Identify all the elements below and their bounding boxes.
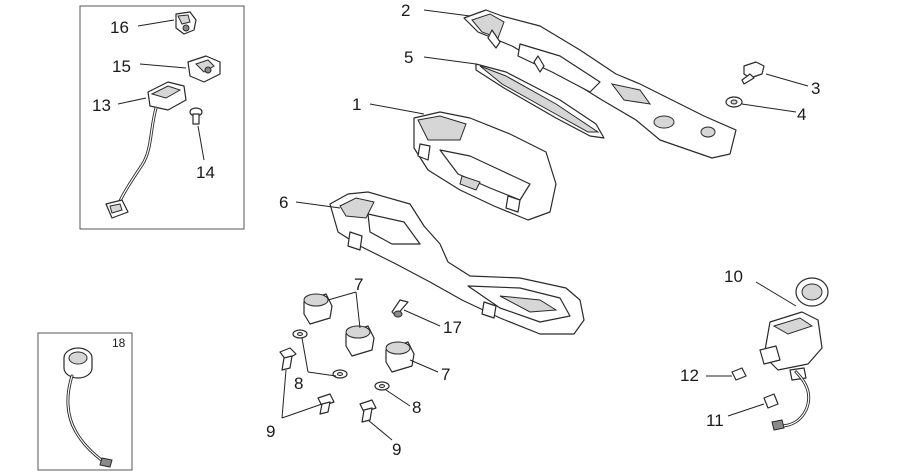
callout-9a: 9	[266, 422, 275, 441]
callout-8b: 8	[412, 398, 421, 417]
part-10-ignition-switch	[759, 277, 829, 431]
leader-10	[755, 281, 797, 307]
callout-4: 4	[797, 105, 806, 124]
callout-7b: 7	[441, 365, 450, 384]
callout-11: 11	[706, 411, 724, 430]
leader-13	[117, 97, 147, 105]
leader-7a-2	[355, 291, 361, 329]
callout-17: 17	[443, 318, 462, 337]
part-2-upper-cover	[463, 9, 737, 159]
leader-11	[727, 403, 765, 417]
part-8-washer-a	[292, 329, 308, 339]
callout-5: 5	[404, 48, 413, 67]
leader-7b	[409, 359, 439, 373]
callout-6: 6	[279, 193, 288, 212]
callout-2: 2	[401, 1, 410, 20]
part-7-grommet-c	[385, 341, 415, 373]
part-12-screw	[731, 367, 747, 381]
part-18-cap-wire	[63, 347, 113, 468]
part-16-clip	[175, 11, 197, 35]
leader-7a-1	[327, 291, 357, 301]
callout-10: 10	[724, 267, 743, 286]
callout-8a: 8	[294, 374, 303, 393]
part-14-screw	[189, 107, 203, 125]
part-9-screw-a	[279, 347, 297, 371]
part-8-washer-c	[374, 381, 390, 391]
leader-16	[137, 19, 175, 27]
inset-cap-group: 18	[37, 332, 133, 471]
leader-2	[423, 9, 471, 17]
leader-9a-1	[281, 369, 287, 419]
inset-box-cap	[37, 332, 133, 471]
part-6-lower-housing	[329, 191, 585, 335]
leader-8a-1	[301, 337, 309, 373]
leader-1	[369, 103, 425, 115]
callout-7a: 7	[354, 275, 363, 294]
part-17-long-screw	[391, 299, 409, 318]
part-9-screw-b	[317, 393, 335, 415]
leader-17	[403, 309, 441, 327]
leader-15	[139, 63, 187, 69]
leader-14	[197, 125, 205, 161]
part-5-lens-strip	[475, 63, 605, 139]
callout-14: 14	[196, 163, 215, 182]
callout-12: 12	[680, 366, 699, 385]
callout-1: 1	[352, 95, 361, 114]
part-9-screw-c	[359, 399, 377, 423]
callout-13: 13	[92, 96, 111, 115]
part-13-sensor-harness	[105, 81, 187, 219]
leader-9a-2	[281, 403, 323, 419]
part-1-instrument-cluster	[413, 111, 557, 221]
leader-5	[423, 56, 477, 65]
part-7-grommet-b	[345, 325, 375, 357]
part-7-grommet-a	[303, 293, 333, 325]
part-8-washer-b	[332, 369, 348, 379]
callout-18: 18	[112, 336, 126, 350]
callout-9b: 9	[392, 440, 401, 459]
leader-4	[741, 103, 797, 113]
leader-6	[295, 201, 341, 209]
part-15-bracket	[187, 55, 221, 83]
leader-3	[765, 73, 809, 87]
inset-sensor-group: 16 15 13 14	[79, 5, 245, 230]
part-4-washer	[725, 96, 743, 108]
leader-8b	[385, 389, 411, 407]
part-11-sensor	[763, 393, 779, 409]
callout-16: 16	[110, 18, 129, 37]
callout-3: 3	[811, 79, 820, 98]
leader-8a-2	[307, 371, 337, 377]
inset-box-sensor	[79, 5, 245, 230]
callout-15: 15	[112, 57, 131, 76]
part-3-screw	[741, 61, 765, 85]
leader-9b	[367, 419, 393, 441]
